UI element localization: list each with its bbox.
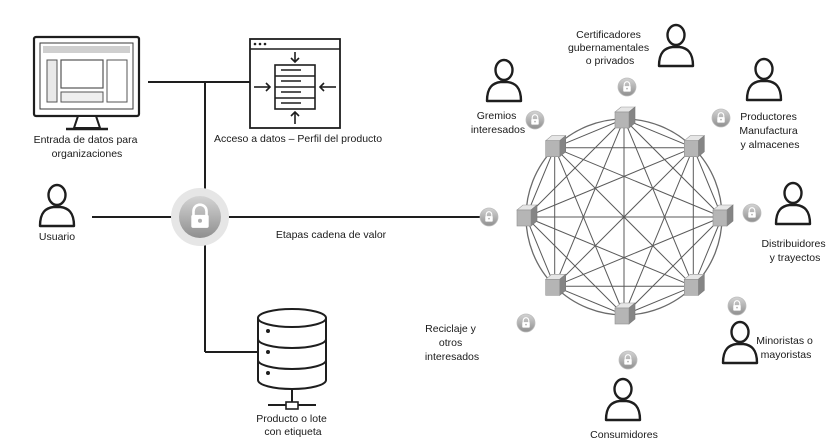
monitor-icon [32,35,141,131]
data-entry-label: Entrada de datos para organizaciones [34,134,141,160]
node-cube-minoristas [683,273,705,296]
value-chain-label: Etapas cadena de valor [276,229,387,241]
lock-icon [618,78,636,96]
node-cube-usuario-etapa [516,204,538,227]
user-label: Usuario [39,231,75,243]
network-link [623,285,694,316]
network-link [525,216,556,287]
lock-icon [712,109,730,127]
network-link [525,147,694,218]
network-mesh [525,118,723,316]
network-link [554,118,625,287]
network-link [623,118,694,149]
network-link [554,285,625,316]
consumidores-label: Consumidores [590,429,658,441]
lock-icon [743,204,761,222]
reciclaje-label: Reciclaje y otros interesados [425,323,479,363]
node-cube-productores [683,135,705,157]
network-link [554,147,625,316]
database-icon [257,308,327,410]
network-link [623,118,694,287]
data-access-label: Acceso a datos – Perfil del producto [214,133,382,145]
distribuidores-label: Distribuidores y trayectos [761,238,828,264]
node-cube-gremios [545,135,567,157]
network-link [554,216,723,287]
lock-icon [480,208,498,226]
certificadores-label: Certificadores gubernamentales o privado… [568,29,652,67]
distribuidores-person-icon [774,181,812,226]
gremios-person-icon [485,58,523,103]
minoristas-person-icon [721,320,759,365]
network-link [623,147,694,316]
product-label: Producto o lote con etiqueta [256,413,330,438]
productores-person-icon [745,57,783,102]
node-cube-distribuidores [712,204,734,227]
server-access-icon [249,38,341,129]
node-cube-reciclaje [545,273,567,296]
productores-label: Productores Manufactura y almacenes [739,111,800,151]
gremios-label: Gremios interesados [471,110,525,136]
network-link [554,147,694,287]
minoristas-label: Minoristas o mayoristas [756,335,816,361]
consumidores-person-icon [604,377,642,422]
network-link [525,216,694,287]
lock-icon [728,297,746,315]
network-link [554,147,723,218]
user-icon [38,183,76,228]
lock-icon [619,351,637,369]
certificadores-person-icon [657,23,695,68]
node-cube-certificadores [614,106,636,129]
central-lock-icon [171,188,229,246]
lock-icon [526,111,544,129]
network-link [692,147,723,218]
network-link [525,216,625,316]
blockchain-network [516,106,734,325]
network-link [554,118,625,149]
node-cube-consumidores [614,302,636,325]
lock-icon [517,314,535,332]
